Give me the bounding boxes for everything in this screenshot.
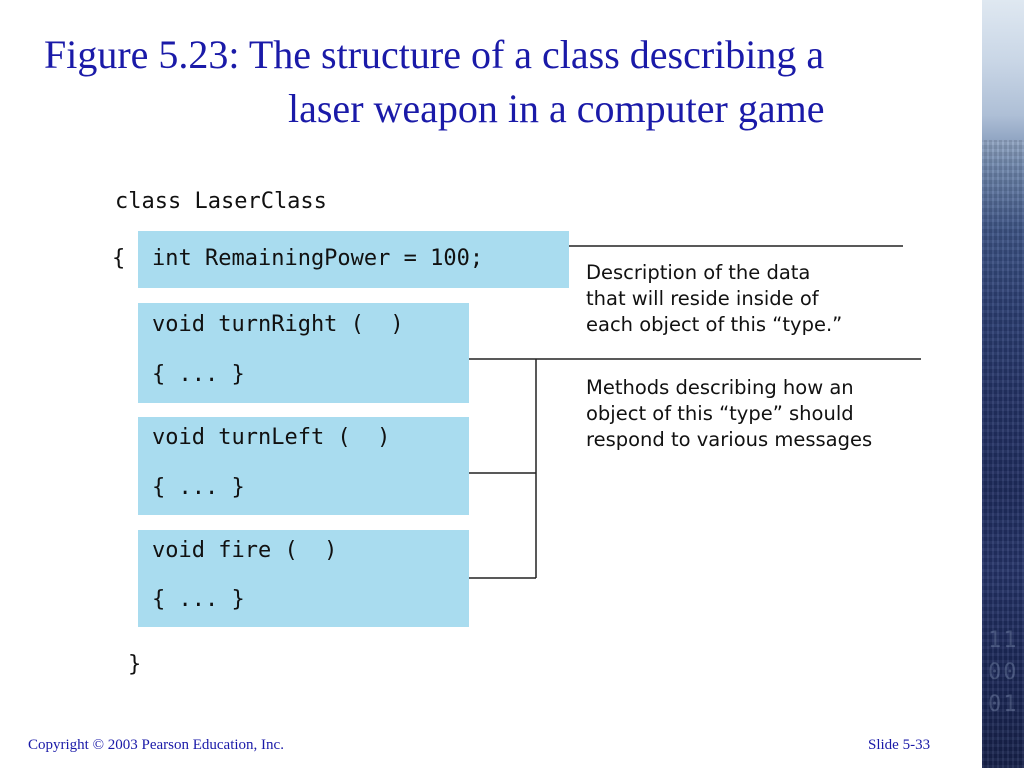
close-brace: } — [128, 652, 142, 677]
method-signature: void turnLeft ( ) — [152, 425, 391, 450]
methods-description: Methods describing how an object of this… — [586, 375, 872, 453]
methods-description-line: object of this “type” should — [586, 402, 854, 425]
class-header: class LaserClass — [115, 189, 327, 214]
data-description-line: that will reside inside of — [586, 287, 819, 310]
method-body: { ... } — [152, 475, 245, 500]
method-body: { ... } — [152, 362, 245, 387]
method-box-turnright — [138, 303, 469, 403]
slide-title: Figure 5.23: The structure of a class de… — [44, 28, 974, 136]
method-box-fire — [138, 530, 469, 627]
title-line-2: laser weapon in a computer game — [288, 86, 825, 131]
methods-description-line: Methods describing how an — [586, 376, 854, 399]
side-strip-digits: 11 — [988, 628, 1019, 653]
open-brace: { — [112, 246, 126, 271]
side-strip-digits: 00 — [988, 660, 1019, 685]
method-body: { ... } — [152, 587, 245, 612]
data-description-line: Description of the data — [586, 261, 811, 284]
data-description-line: each object of this “type.” — [586, 313, 843, 336]
method-signature: void turnRight ( ) — [152, 312, 404, 337]
data-description: Description of the data that will reside… — [586, 260, 842, 338]
method-box-turnleft — [138, 417, 469, 515]
data-member-declaration: int RemainingPower = 100; — [152, 246, 484, 271]
slide-number: Slide 5-33 — [868, 737, 931, 753]
copyright-notice: Copyright © 2003 Pearson Education, Inc. — [28, 737, 284, 753]
side-strip-texture — [982, 140, 1024, 768]
method-signature: void fire ( ) — [152, 538, 338, 563]
methods-description-line: respond to various messages — [586, 428, 873, 451]
data-member-box — [138, 231, 569, 288]
side-strip-digits: 01 — [988, 692, 1019, 717]
decorative-side-strip: 11 00 01 — [982, 0, 1024, 768]
title-line-1: Figure 5.23: The structure of a class de… — [44, 32, 825, 77]
